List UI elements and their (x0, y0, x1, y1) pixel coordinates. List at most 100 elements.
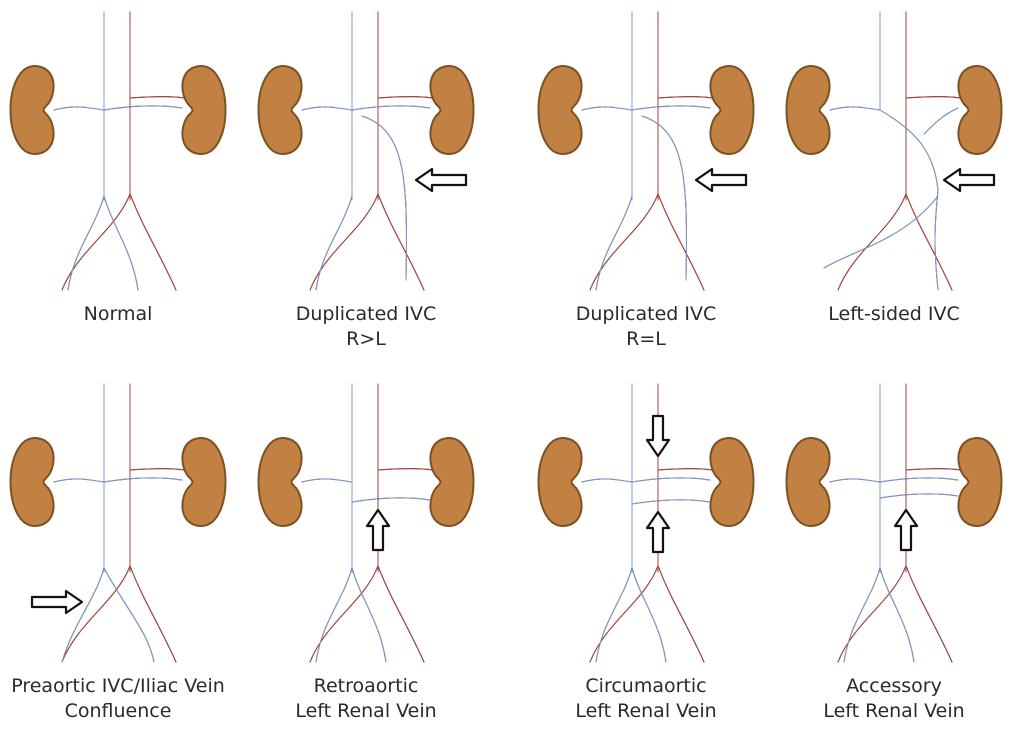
caption-line: Left-sided IVC (828, 303, 960, 325)
caption-line: Left Renal Vein (823, 700, 965, 722)
11 (843, 567, 881, 663)
6 (905, 468, 961, 471)
caption-line: Circumaortic (585, 675, 707, 697)
13 (657, 565, 705, 663)
caption-normal: Normal (84, 302, 153, 327)
13 (377, 193, 425, 291)
left-kidney (957, 436, 1003, 528)
pointer-arrow-up (645, 510, 671, 554)
panel-retroaortic (257, 383, 475, 663)
right-kidney (785, 436, 831, 528)
pointer-arrow (30, 589, 84, 615)
10 (879, 567, 915, 663)
pointer-arrow (893, 508, 919, 552)
13 (377, 565, 425, 663)
11 (301, 106, 353, 111)
pointer-arrow (942, 167, 996, 193)
11 (595, 195, 633, 291)
11 (53, 106, 105, 111)
11 (103, 567, 155, 663)
left-kidney (181, 64, 227, 156)
panel-normal (9, 11, 227, 291)
panel-left-sided (785, 11, 1003, 291)
10 (351, 105, 431, 111)
18 (879, 109, 939, 191)
10 (631, 499, 711, 505)
caption-line: Confluence (64, 700, 172, 722)
10 (351, 567, 387, 663)
6 (657, 96, 713, 99)
11 (595, 567, 633, 663)
right-kidney (9, 64, 55, 156)
11 (581, 106, 633, 111)
6 (905, 96, 961, 99)
right-kidney (537, 64, 583, 156)
caption-line: Left Renal Vein (575, 700, 717, 722)
left-kidney (957, 64, 1003, 156)
6 (129, 468, 185, 471)
right-kidney (257, 64, 303, 156)
15 (641, 115, 687, 281)
panel-preaortic-confluence (9, 383, 227, 663)
13 (61, 565, 131, 663)
right-kidney (785, 64, 831, 156)
caption-left-sided: Left-sided IVC (828, 302, 960, 327)
11 (829, 478, 881, 483)
caption-line: R>L (346, 328, 386, 350)
right-kidney (257, 436, 303, 528)
13 (837, 193, 907, 291)
6 (377, 468, 433, 471)
11 (53, 478, 105, 483)
13 (905, 565, 953, 663)
10 (631, 567, 667, 663)
caption-line: R=L (626, 328, 666, 350)
right-kidney (537, 436, 583, 528)
13 (129, 193, 177, 291)
13 (657, 193, 705, 291)
13 (61, 193, 131, 291)
11 (934, 189, 939, 291)
caption-line: Retroaortic (313, 675, 419, 697)
panel-duplicated-r-eq-l (537, 11, 755, 291)
11 (67, 195, 105, 291)
panel-duplicated-r-gt-l (257, 11, 475, 291)
pointer-arrow (365, 508, 391, 552)
left-kidney (429, 64, 475, 156)
left-kidney (709, 436, 755, 528)
11 (581, 478, 633, 483)
10 (351, 497, 431, 503)
pointer-arrow (694, 167, 748, 193)
10 (923, 107, 959, 135)
10 (879, 477, 959, 483)
caption-duplicated-r-eq-l: Duplicated IVC R=L (576, 302, 717, 352)
caption-line: Duplicated IVC (575, 303, 717, 325)
13 (905, 193, 953, 291)
left-kidney (429, 436, 475, 528)
8 (361, 115, 407, 281)
13 (309, 193, 379, 291)
panel-circumaortic (537, 383, 755, 663)
13 (589, 193, 659, 291)
10 (879, 493, 959, 499)
caption-duplicated-r-gt-l: Duplicated IVC R>L (296, 302, 437, 352)
caption-line: Duplicated IVC (295, 303, 437, 325)
left-kidney (709, 64, 755, 156)
10 (103, 477, 183, 483)
11 (315, 567, 353, 663)
6 (129, 96, 185, 99)
13 (129, 565, 177, 663)
left-kidney (181, 436, 227, 528)
caption-line: Normal (83, 303, 153, 325)
pointer-arrow (414, 167, 468, 193)
10 (103, 195, 139, 291)
10 (631, 105, 711, 111)
11 (829, 106, 881, 111)
13 (837, 565, 907, 663)
13 (309, 565, 379, 663)
caption-line: Preaortic IVC/Iliac Vein (11, 675, 225, 697)
